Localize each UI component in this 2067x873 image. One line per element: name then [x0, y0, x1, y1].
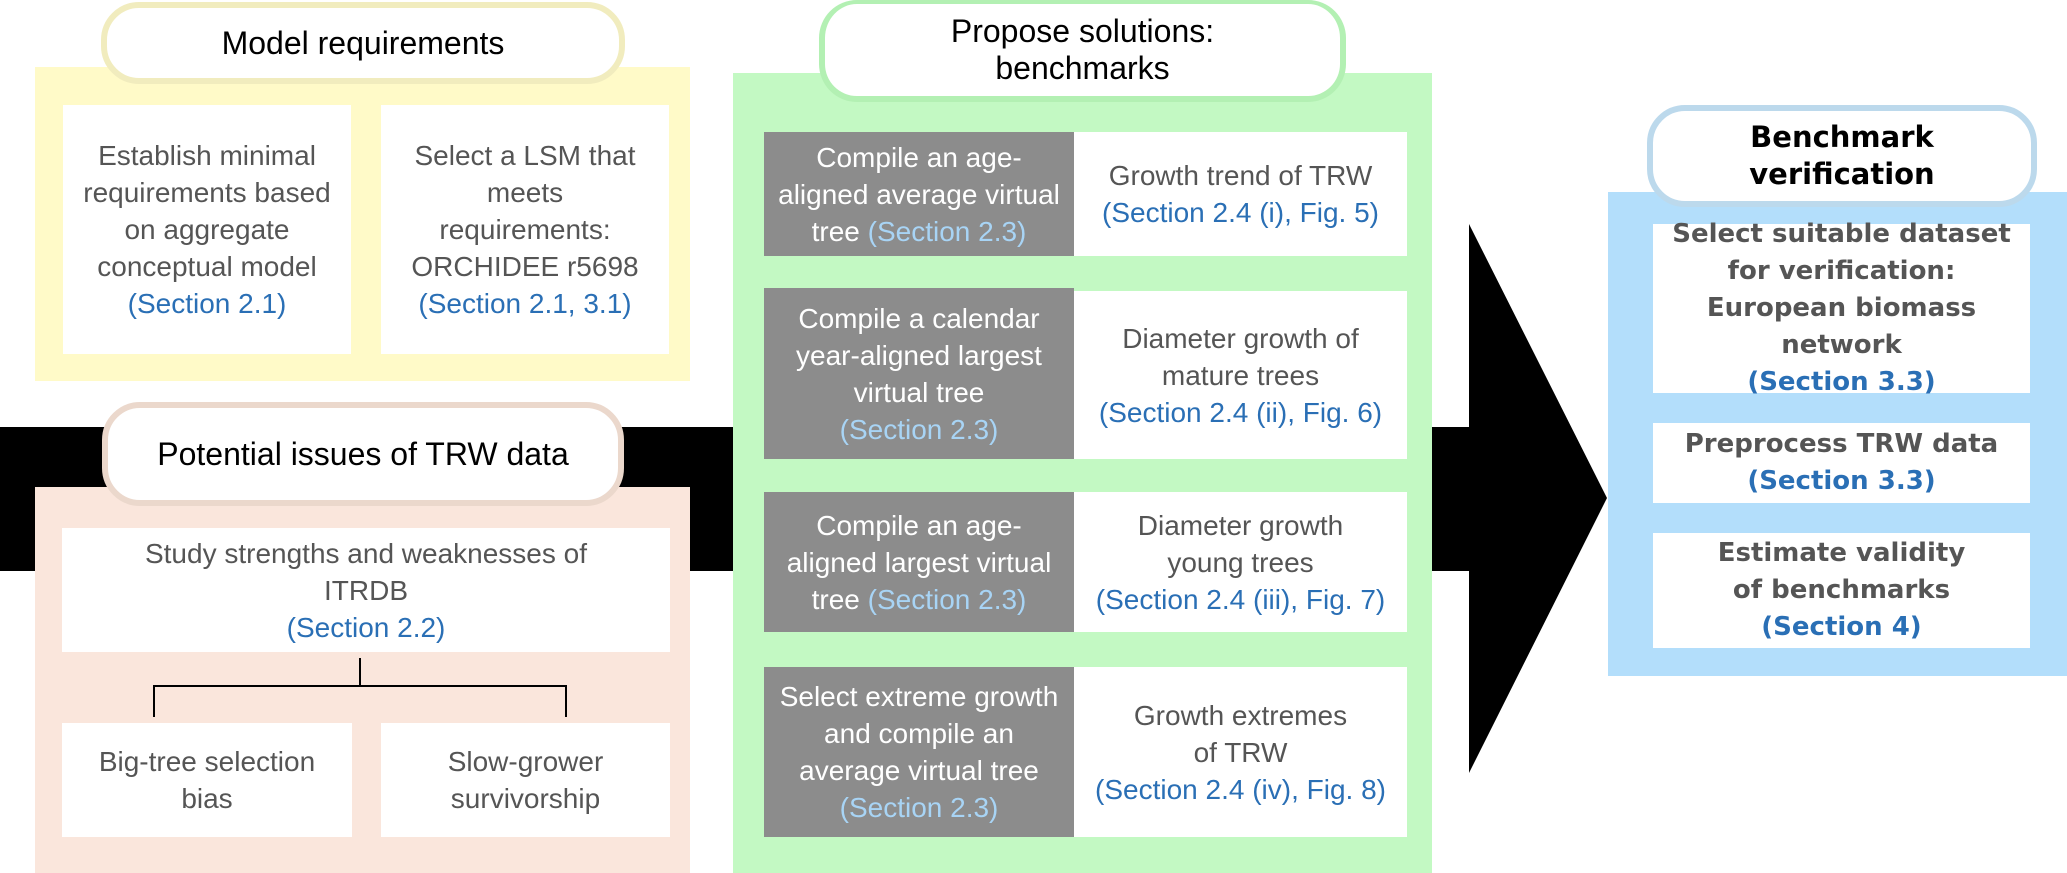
benchmark-text: Diameter growth of mature trees — [1122, 322, 1359, 391]
section-reference[interactable]: (Section 2.3) — [867, 215, 1027, 247]
method-box: Compile an age-aligned average virtual t… — [764, 132, 1074, 256]
connector-drop-right — [565, 685, 567, 717]
potential-issues-title: Potential issues of TRW data — [102, 402, 624, 506]
study-itrdb-box: Study strengths and weaknesses of ITRDB … — [62, 528, 670, 652]
section-reference[interactable]: (Section 2.4 (ii), Fig. 6) — [1098, 396, 1383, 428]
section-reference[interactable]: (Section 3.3) — [1747, 367, 1936, 397]
benchmark-box: Growth extremes of TRW (Section 2.4 (iv)… — [1074, 667, 1407, 837]
method-text: Compile a calendar year-aligned largest … — [796, 302, 1042, 408]
benchmark-verification-title: Benchmark verification — [1647, 105, 2037, 207]
method-box: Compile a calendar year-aligned largest … — [764, 288, 1074, 459]
section-reference[interactable]: (Section 2.4 (iii), Fig. 7) — [1095, 583, 1386, 615]
propose-solutions-title: Propose solutions: benchmarks — [819, 0, 1346, 102]
section-reference[interactable]: (Section 2.4 (iv), Fig. 8) — [1095, 773, 1386, 805]
connector-horizontal — [153, 685, 567, 687]
section-reference[interactable]: (Section 2.3) — [839, 792, 999, 823]
method-box: Compile an age-aligned largest virtual t… — [764, 492, 1074, 632]
section-reference[interactable]: (Section 2.2) — [286, 611, 446, 643]
verification-box-dataset: Select suitable dataset for verification… — [1653, 219, 2030, 397]
flow-arrow-icon — [1420, 224, 1607, 773]
section-reference[interactable]: (Section 2.1, 3.1) — [418, 288, 632, 319]
benchmark-text: Growth trend of TRW — [1108, 160, 1373, 191]
section-reference[interactable]: (Section 3.3) — [1747, 466, 1936, 496]
study-text: Study strengths and weaknesses of ITRDB — [144, 537, 588, 606]
connector-stem — [359, 658, 361, 687]
benchmark-text: Growth extremes of TRW — [1133, 699, 1348, 768]
benchmark-box: Growth trend of TRW (Section 2.4 (i), Fi… — [1074, 132, 1407, 256]
section-reference[interactable]: (Section 2.4 (i), Fig. 5) — [1102, 197, 1379, 228]
issue-box-slow-grower: Slow-grower survivorship — [381, 723, 670, 837]
method-text: Compile an age-aligned average virtual t… — [778, 141, 1060, 247]
verification-text: Select suitable dataset for verification… — [1672, 219, 2011, 360]
section-reference[interactable]: (Section 2.1) — [127, 288, 287, 319]
method-box: Select extreme growth and compile an ave… — [764, 667, 1074, 837]
issue-box-big-tree: Big-tree selection bias — [62, 723, 352, 837]
model-requirements-title-text: Model requirements — [221, 24, 505, 61]
issue-text: Slow-grower survivorship — [447, 746, 604, 814]
section-reference[interactable]: (Section 4) — [1761, 612, 1922, 642]
model-requirements-title: Model requirements — [101, 2, 625, 84]
section-reference[interactable]: (Section 2.3) — [839, 413, 999, 445]
benchmark-box: Diameter growth of mature trees (Section… — [1074, 291, 1407, 459]
benchmark-box: Diameter growth young trees (Section 2.4… — [1074, 492, 1407, 632]
issue-text: Big-tree selection bias — [98, 746, 316, 814]
benchmark-text: Diameter growth young trees — [1137, 509, 1344, 578]
verification-box-validity: Estimate validity of benchmarks (Section… — [1653, 533, 2030, 648]
propose-solutions-title-text: Propose solutions: benchmarks — [950, 13, 1215, 86]
requirement-box-minimal: Establish minimal requirements based on … — [63, 105, 351, 354]
verification-box-preprocess: Preprocess TRW data (Section 3.3) — [1653, 423, 2030, 503]
section-reference[interactable]: (Section 2.3) — [867, 583, 1027, 615]
connector-drop-left — [153, 685, 155, 717]
verification-text: Estimate validity of benchmarks — [1717, 538, 1966, 605]
arrow-shape — [1420, 224, 1607, 773]
method-text: Compile an age-aligned largest virtual t… — [786, 509, 1052, 615]
benchmark-verification-title-text: Benchmark verification — [1749, 120, 1935, 191]
potential-issues-title-text: Potential issues of TRW data — [157, 435, 569, 472]
requirement-text: Select a LSM that meets requirements: OR… — [411, 140, 639, 282]
requirement-box-lsm: Select a LSM that meets requirements: OR… — [381, 105, 669, 354]
verification-text: Preprocess TRW data — [1684, 429, 1999, 459]
method-text: Select extreme growth and compile an ave… — [779, 681, 1059, 786]
requirement-text: Establish minimal requirements based on … — [83, 140, 331, 282]
